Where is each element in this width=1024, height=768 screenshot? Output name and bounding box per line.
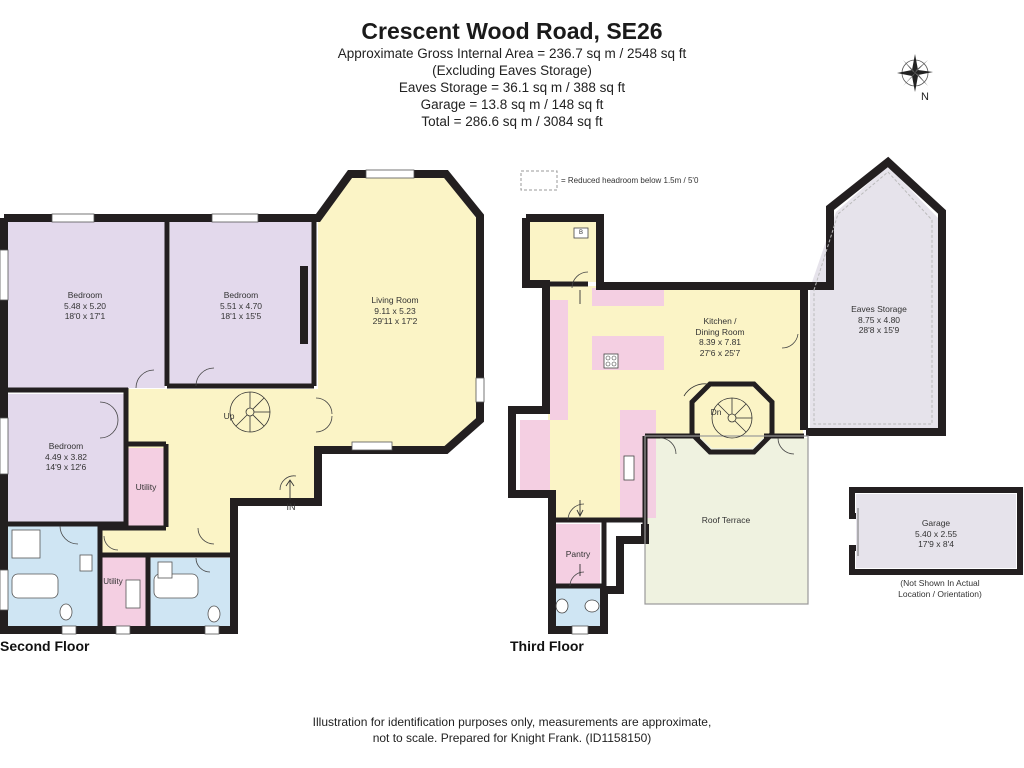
kitchen-name-line2: Dining Room — [695, 326, 745, 337]
third-floor-label: Third Floor — [510, 638, 584, 654]
bedroom-1-label: Bedroom 5.48 x 5.20 18'0 x 17'1 — [40, 290, 130, 322]
reduced-headroom-legend-swatch — [520, 170, 558, 191]
living-room-imperial: 29'11 x 17'2 — [372, 316, 418, 326]
eaves-storage-label: Eaves Storage 8.75 x 4.80 28'8 x 15'9 — [836, 304, 922, 336]
garage-metric: 5.40 x 2.55 — [914, 528, 958, 539]
pantry-area — [556, 524, 600, 586]
eaves-storage-name: Eaves Storage — [851, 304, 907, 314]
legend-text: = Reduced headroom below 1.5m / 5'0 — [561, 176, 699, 185]
spiral-stairs-up — [229, 391, 271, 433]
pantry-label: Pantry — [565, 549, 591, 559]
kitchen-metric: 8.39 x 7.81 — [698, 337, 742, 347]
garage-area-text: Garage = 13.8 sq m / 148 sq ft — [420, 97, 604, 112]
spiral-stairs-down — [683, 383, 753, 439]
kitchen-imperial: 27'6 x 25'7 — [699, 347, 741, 358]
excluding-eaves-text: (Excluding Eaves Storage) — [432, 63, 592, 78]
bedroom-2-label: Bedroom 5.51 x 4.70 18'1 x 15'5 — [196, 290, 286, 322]
bedroom-1-imperial: 18'0 x 17'1 — [64, 311, 106, 321]
garage-name: Garage — [921, 518, 951, 528]
roof-terrace-label: Roof Terrace — [701, 515, 751, 525]
bedroom-1-area — [8, 222, 165, 388]
bedroom-3-imperial: 14'9 x 12'6 — [45, 462, 87, 472]
bedroom-2-name: Bedroom — [223, 290, 259, 300]
compass-north-label: N — [921, 91, 929, 103]
utility-1-area — [127, 448, 165, 526]
eaves-storage-metric: 8.75 x 4.80 — [857, 314, 901, 325]
garage-note-line1: (Not Shown In Actual — [900, 578, 980, 588]
garage-imperial: 17'9 x 8'4 — [918, 539, 954, 549]
garage-plan — [849, 487, 1023, 575]
living-room-metric: 9.11 x 5.23 — [374, 305, 416, 316]
living-room-name: Living Room — [371, 295, 419, 305]
disclaimer: Illustration for identification purposes… — [0, 714, 1024, 746]
garage-area — [856, 494, 1016, 568]
living-room-area — [318, 178, 476, 446]
disclaimer-line2: not to scale. Prepared for Knight Frank.… — [372, 731, 652, 745]
boiler-label: B — [578, 230, 583, 236]
living-room-label: Living Room 9.11 x 5.23 29'11 x 17'2 — [350, 295, 440, 327]
second-floor-plan — [0, 169, 485, 635]
garage-note: (Not Shown In Actual Location / Orientat… — [870, 578, 1010, 599]
stairs-up-label: Up — [223, 411, 235, 421]
bedroom-3-name: Bedroom — [48, 441, 84, 451]
bedroom-2-metric: 5.51 x 4.70 — [219, 300, 263, 311]
plan-title: Crescent Wood Road, SE26 — [361, 18, 663, 44]
bedroom-1-name: Bedroom — [67, 290, 103, 300]
entrance-label: IN — [286, 502, 296, 512]
garage-note-line2: Location / Orientation) — [898, 588, 982, 599]
second-floor-label: Second Floor — [0, 638, 90, 654]
bedroom-3-label: Bedroom 4.49 x 3.82 14'9 x 12'6 — [24, 441, 108, 473]
garage-label: Garage 5.40 x 2.55 17'9 x 8'4 — [896, 518, 976, 550]
disclaimer-line1: Illustration for identification purposes… — [312, 715, 712, 729]
compass-icon — [897, 54, 933, 92]
utility-1-label: Utility — [135, 482, 157, 492]
eaves-storage-imperial: 28'8 x 15'9 — [858, 325, 900, 335]
bedroom-3-metric: 4.49 x 3.82 — [44, 451, 88, 462]
kitchen-upper-void — [600, 214, 800, 288]
kitchen-name-line1: Kitchen / — [703, 316, 737, 326]
third-floor-plan — [508, 156, 946, 635]
eaves-storage-area — [810, 166, 938, 428]
bedroom-2-imperial: 18'1 x 15'5 — [220, 311, 262, 321]
stairs-down-label: Dn — [710, 407, 722, 417]
bedroom-3-area — [8, 394, 124, 522]
bedroom-2-area — [170, 222, 313, 384]
utility-2-label: Utility — [103, 577, 123, 586]
eaves-area-text: Eaves Storage = 36.1 sq m / 388 sq ft — [398, 80, 626, 95]
roof-terrace-area — [645, 438, 808, 604]
stairwell-down-area — [696, 388, 768, 448]
bedroom-1-metric: 5.48 x 5.20 — [63, 300, 107, 311]
gross-area-text: Approximate Gross Internal Area = 236.7 … — [337, 46, 687, 61]
total-area-text: Total = 286.6 sq m / 3084 sq ft — [421, 114, 603, 129]
kitchen-label: Kitchen / Dining Room 8.39 x 7.81 27'6 x… — [680, 316, 760, 358]
